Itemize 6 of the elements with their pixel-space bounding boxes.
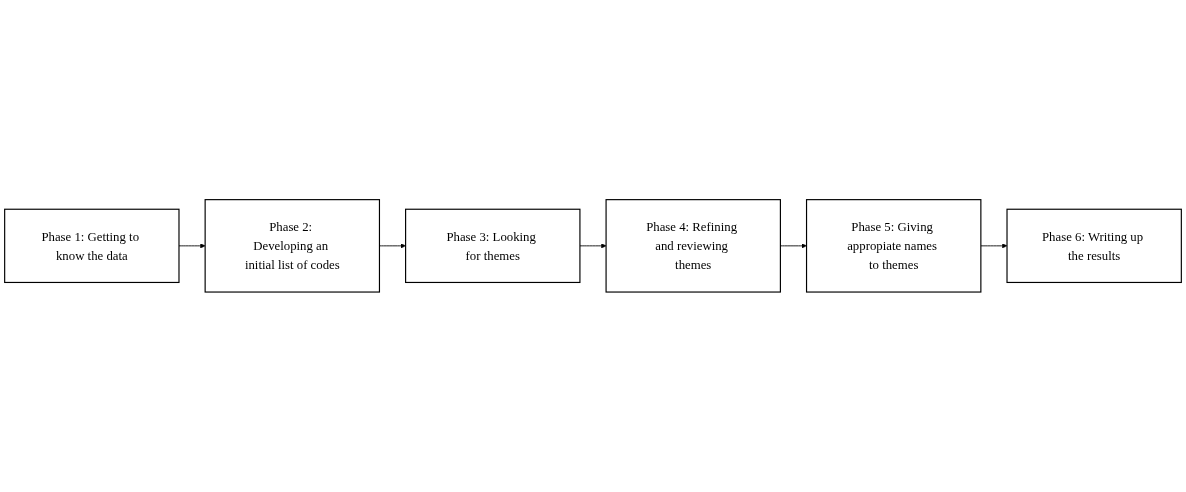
node-box: Phase 2: Developing an initial list of codes (204, 199, 381, 293)
node-box: Phase 5: Giving appropiate names to themes (805, 199, 982, 293)
node-box: Phase 4: Refining and reviewing themes (605, 199, 781, 293)
node-box: Phase 3: Looking for themes (405, 208, 581, 284)
node-box: Phase 1: Getting to know the data (4, 208, 180, 284)
node-box: Phase 6: Writing up the results (1006, 208, 1182, 284)
